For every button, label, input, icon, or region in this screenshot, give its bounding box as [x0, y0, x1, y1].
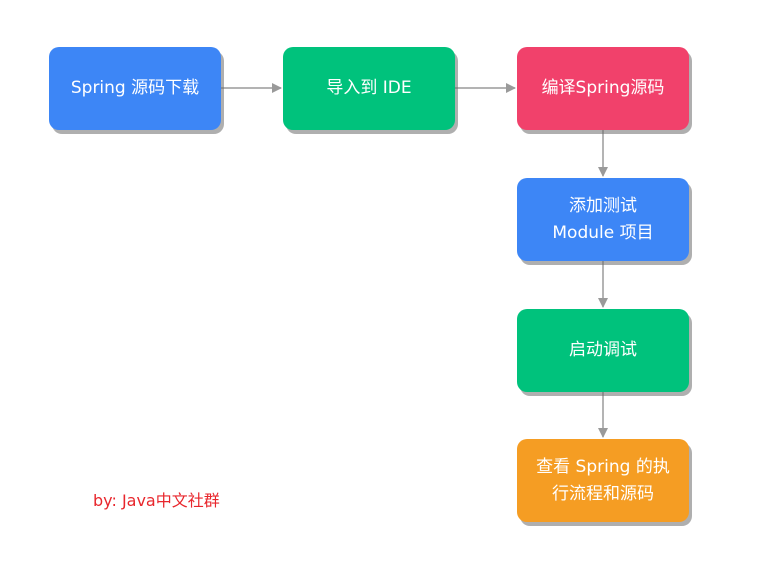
node-label-line: Spring 源码下载 — [70, 78, 200, 99]
node-label-line: 查看 Spring 的执 — [536, 457, 670, 478]
node-add-test-module: 添加测试 Module 项目 — [517, 178, 689, 261]
node-view-execution-flow-and-source: 查看 Spring 的执 行流程和源码 — [517, 439, 689, 522]
node-label-line: 行流程和源码 — [551, 483, 654, 504]
node-spring-source-download: Spring 源码下载 — [49, 47, 221, 130]
node-import-to-ide: 导入到 IDE — [283, 47, 455, 130]
node-label: 添加测试 Module 项目 — [552, 193, 653, 246]
node-label-line: 编译Spring源码 — [541, 78, 665, 99]
node-label-line: Module 项目 — [552, 222, 654, 243]
node-label: 编译Spring源码 — [542, 75, 665, 101]
node-label-line: 添加测试 — [568, 196, 637, 217]
node-label: 导入到 IDE — [326, 75, 411, 101]
author-credit: by: Java中文社群 — [93, 491, 220, 510]
node-start-debugging: 启动调试 — [517, 309, 689, 392]
node-label-line: 启动调试 — [569, 340, 637, 361]
node-label: Spring 源码下载 — [71, 75, 199, 101]
node-compile-spring-source: 编译Spring源码 — [517, 47, 689, 130]
node-label: 查看 Spring 的执 行流程和源码 — [536, 454, 670, 507]
node-label-line: 导入到 IDE — [326, 78, 412, 99]
node-label: 启动调试 — [569, 337, 637, 363]
